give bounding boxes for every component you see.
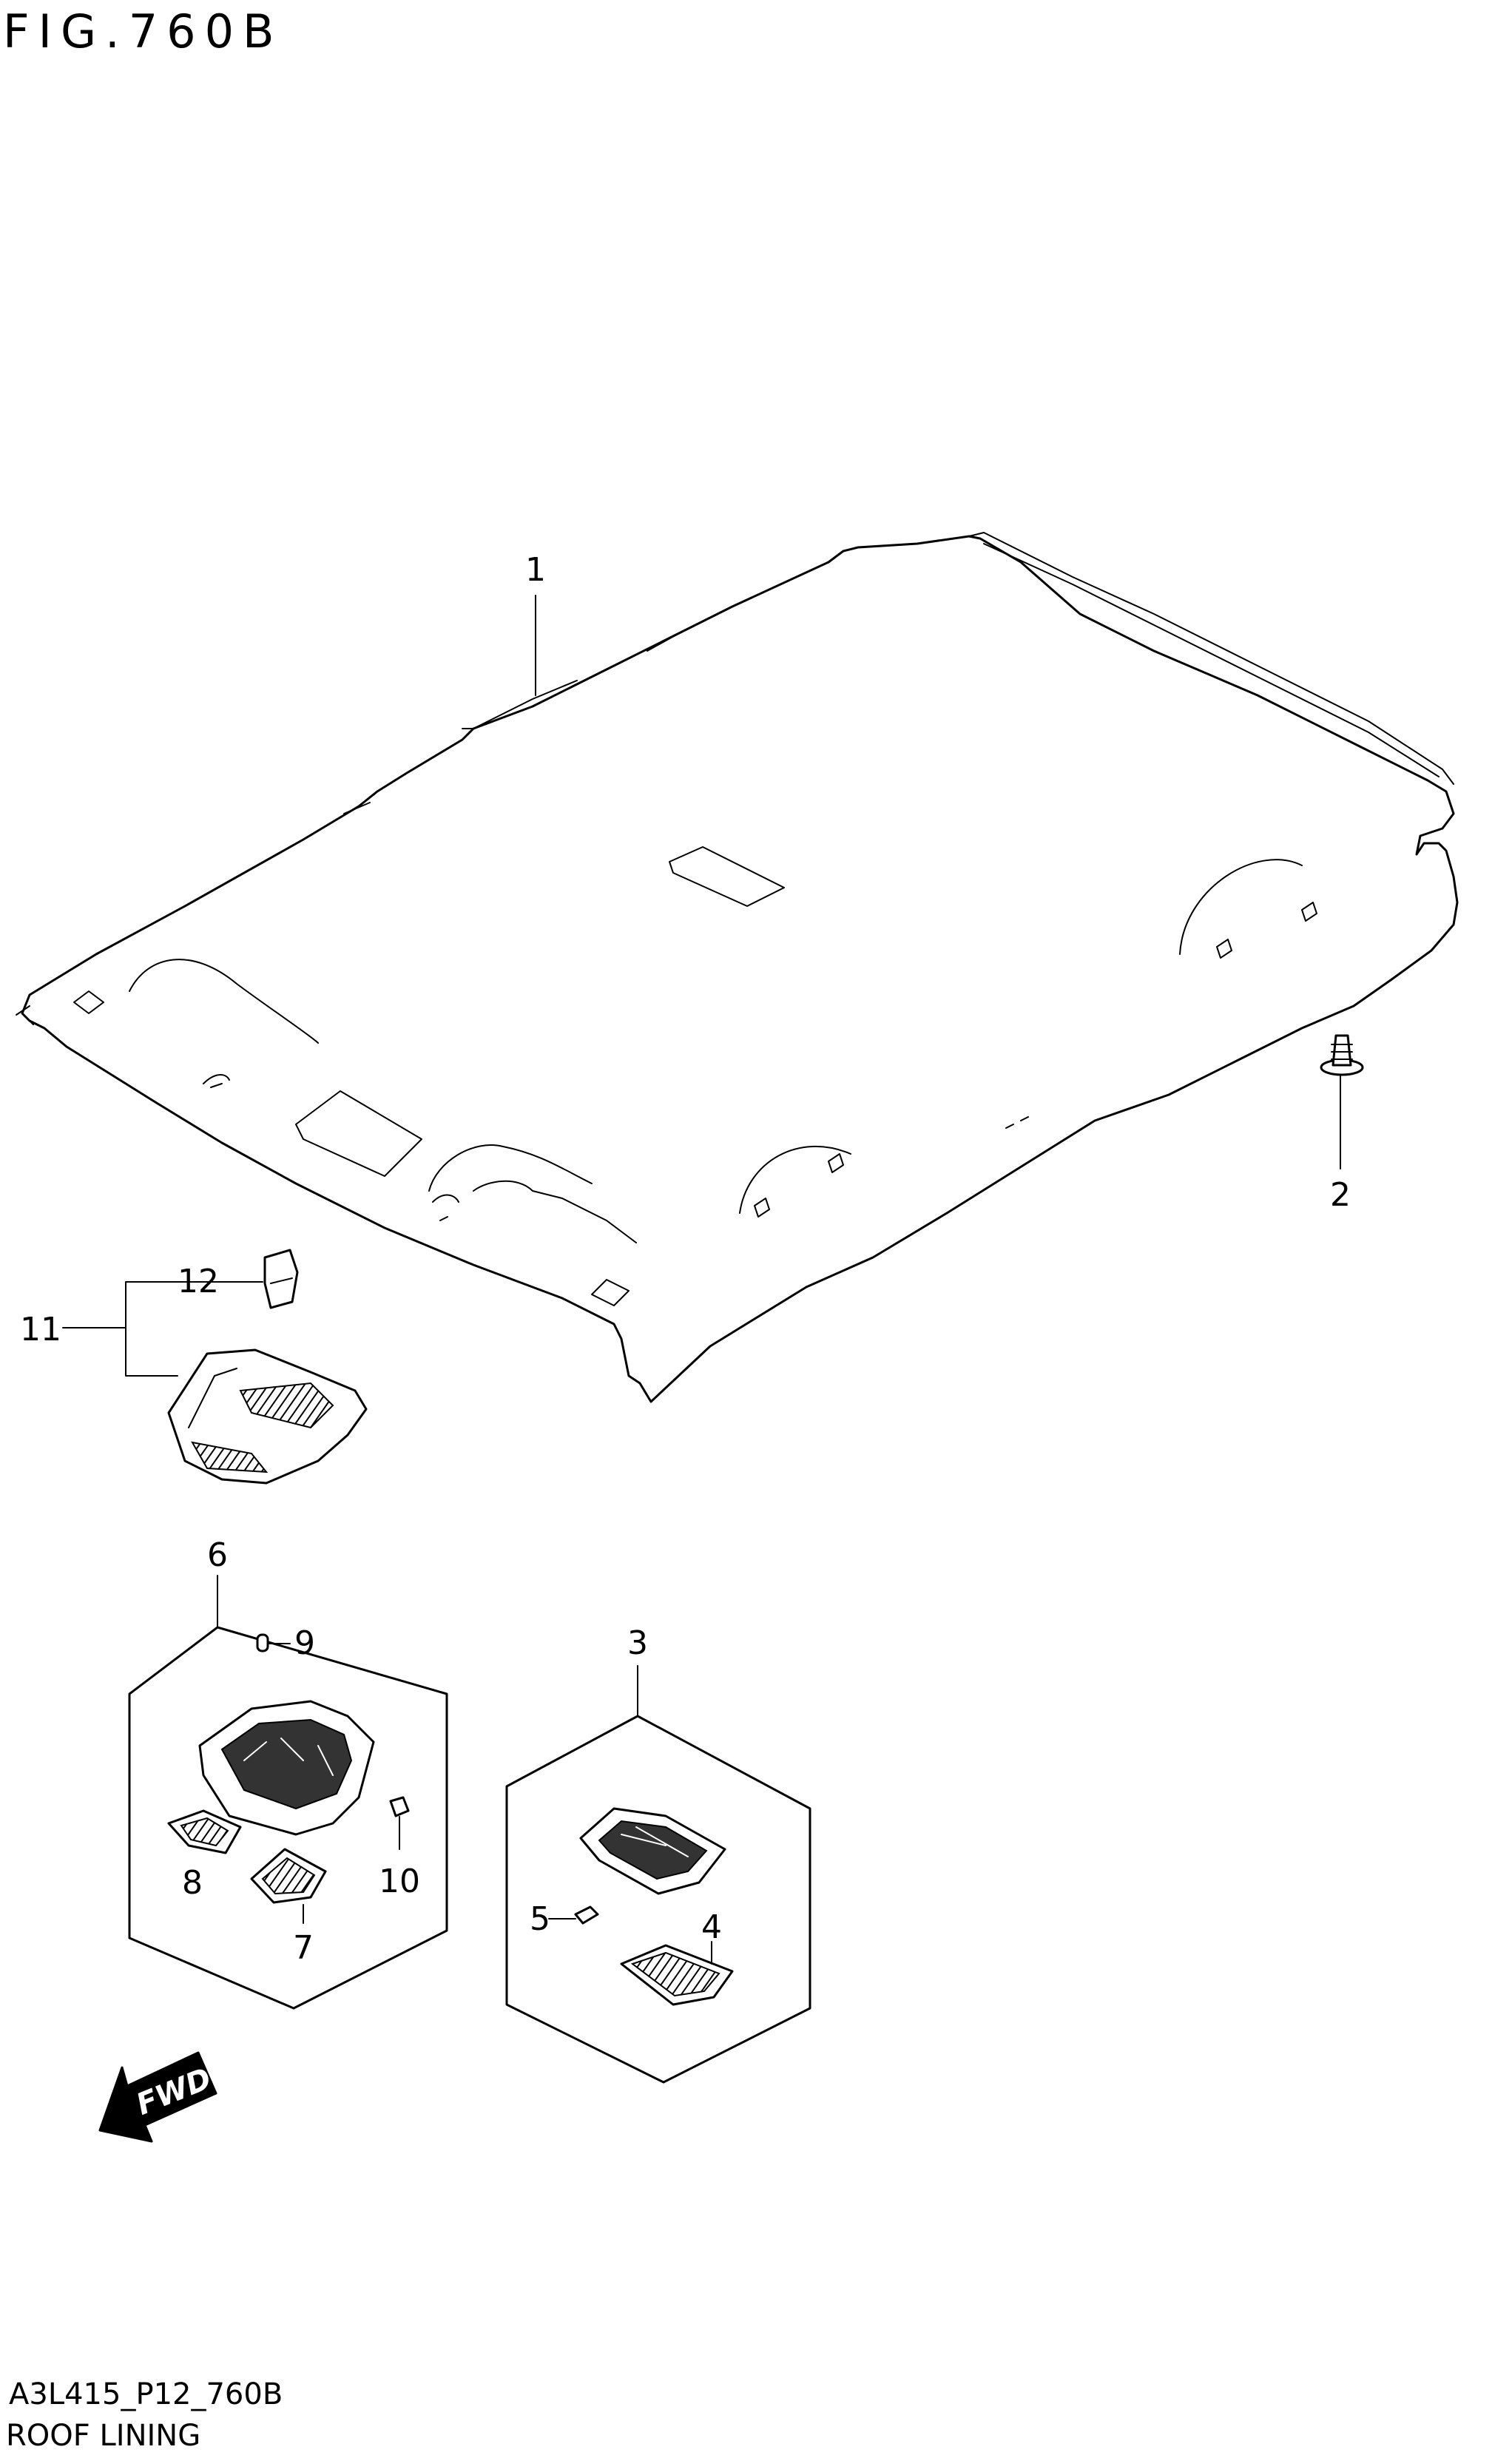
callout-10: 10	[379, 1863, 420, 1900]
clip-part-12	[263, 1249, 299, 1309]
callout-11: 11	[20, 1311, 61, 1348]
callout-3: 3	[627, 1624, 648, 1662]
callout-2: 2	[1330, 1176, 1351, 1214]
lamp-assy-hexagon-6	[128, 1626, 448, 2010]
lens-part-7	[250, 1848, 327, 1904]
lamp-assy-hexagon-3	[505, 1715, 811, 2084]
dome-lamp-housing	[579, 1807, 726, 1895]
callout-1: 1	[525, 551, 546, 589]
lens-part-4	[620, 1944, 734, 2006]
leader-bracket-11	[125, 1281, 178, 1377]
callout-12: 12	[178, 1263, 219, 1300]
callout-9: 9	[294, 1624, 315, 1662]
callout-6: 6	[207, 1536, 228, 1574]
callout-4: 4	[701, 1908, 722, 1946]
figure-title: FIG.760B	[3, 4, 283, 58]
callout-5: 5	[530, 1900, 550, 1938]
overhead-console-part-11	[167, 1348, 368, 1485]
bulb-part-10	[389, 1796, 410, 1817]
lens-part-8	[167, 1809, 242, 1854]
bulb-part-9	[256, 1633, 269, 1652]
diagram-code: A3L415_P12_760B	[9, 2377, 283, 2411]
callout-8: 8	[182, 1864, 203, 1902]
clip-part-2	[1320, 1034, 1364, 1076]
diagram-name: ROOF LINING	[6, 2419, 200, 2453]
callout-7: 7	[293, 1929, 314, 1967]
roof-lining-part	[16, 532, 1459, 1403]
fwd-arrow-icon: FWD	[98, 2051, 217, 2143]
bulb-part-5	[574, 1905, 599, 1925]
map-lamp-housing	[198, 1700, 375, 1836]
